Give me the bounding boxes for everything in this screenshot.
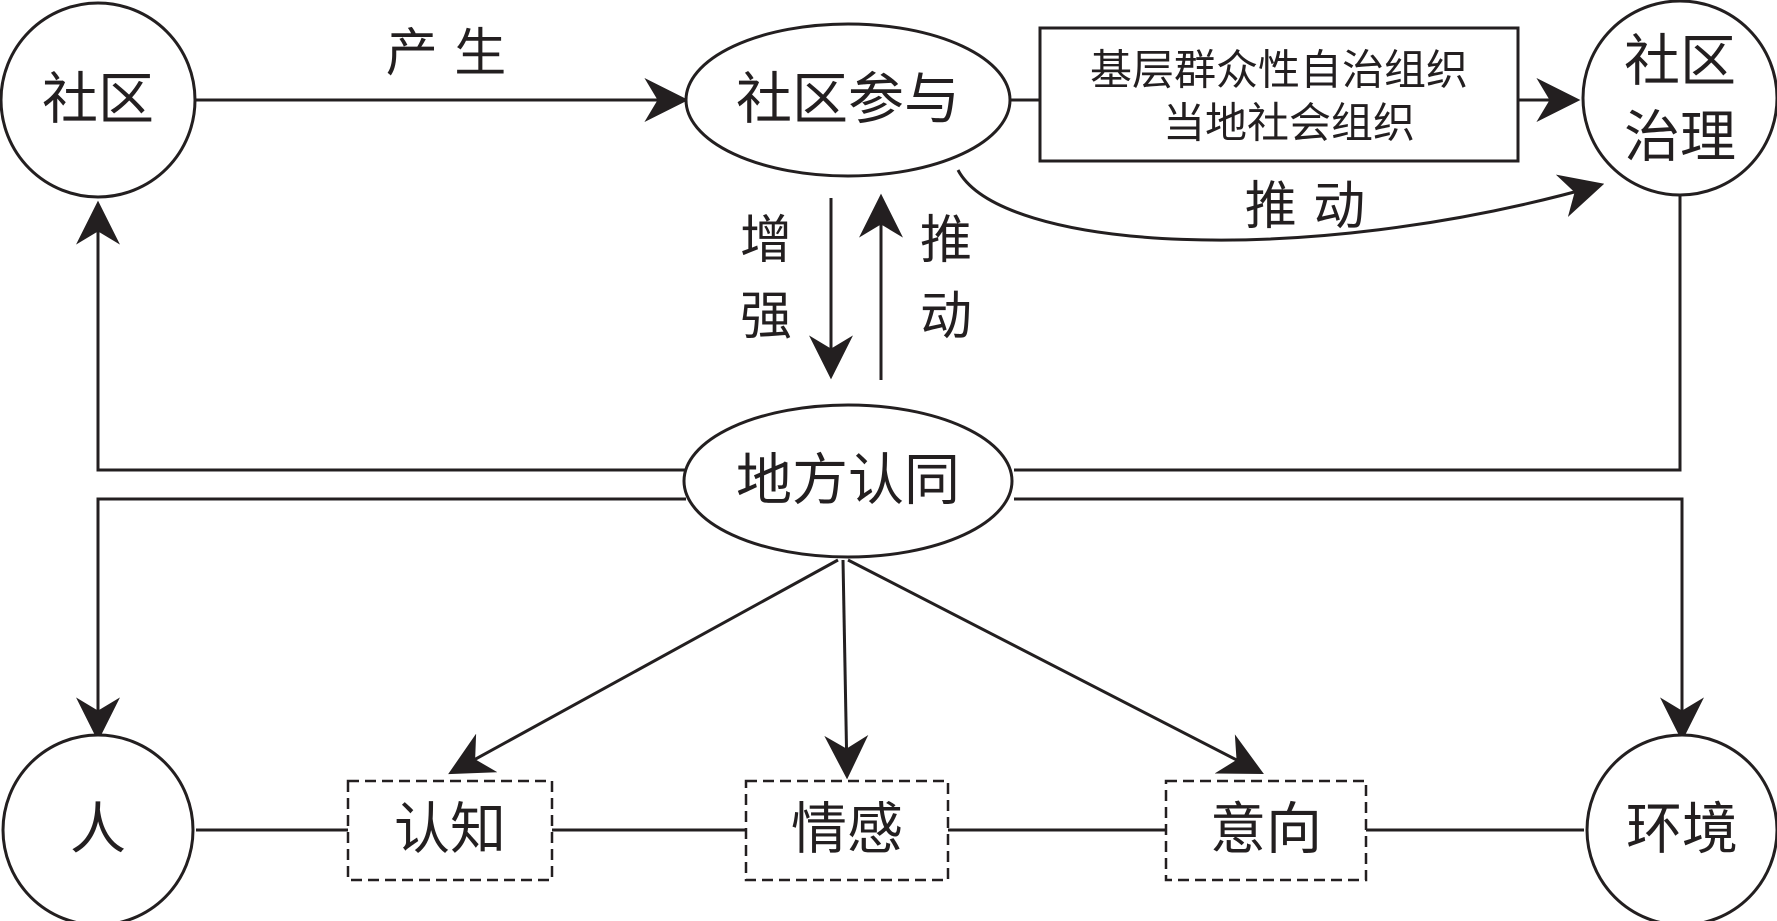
edge-identity-to-intention xyxy=(847,558,1264,775)
node-emotion-label: 情感 xyxy=(791,798,903,863)
node-governance-line2: 治理 xyxy=(1624,106,1736,171)
edge-label-enhance-2: 强 xyxy=(740,287,792,347)
node-governance-line1: 社区 xyxy=(1624,30,1736,95)
node-place-identity-label: 地方认同 xyxy=(736,449,960,514)
node-person: 人 xyxy=(1,733,195,921)
node-organizations: 基层群众性自治组织 当地社会组织 xyxy=(1038,26,1520,163)
edge-identity-to-environment xyxy=(1014,497,1704,742)
node-environment: 环境 xyxy=(1585,733,1777,921)
node-community: 社区 xyxy=(0,1,197,199)
node-participation: 社区参与 xyxy=(684,22,1012,178)
node-environment-label: 环境 xyxy=(1626,798,1738,863)
node-cognition: 认知 xyxy=(346,779,554,882)
edge-identity-to-community xyxy=(76,200,686,472)
node-governance: 社区 治理 xyxy=(1581,0,1777,197)
edge-label-enhance-1: 增 xyxy=(740,211,792,271)
edge-participation-to-governance-curve xyxy=(956,169,1605,242)
node-intention: 意向 xyxy=(1164,779,1368,882)
edge-identity-to-person xyxy=(76,497,686,742)
node-community-label: 社区 xyxy=(42,68,154,133)
node-intention-label: 意向 xyxy=(1210,798,1322,863)
edge-identity-to-cognition xyxy=(448,558,839,775)
edge-label-promote-top: 推 动 xyxy=(1245,177,1366,237)
node-place-identity: 地方认同 xyxy=(682,403,1014,559)
node-participation-label: 社区参与 xyxy=(736,68,960,133)
edge-label-promote-2: 动 xyxy=(920,287,972,347)
node-cognition-label: 认知 xyxy=(394,798,506,863)
edge-governance-to-identity xyxy=(1014,195,1682,472)
node-organizations-line1: 基层群众性自治组织 xyxy=(1090,46,1468,95)
edge-identity-to-emotion xyxy=(824,559,869,780)
edge-label-produce: 产 生 xyxy=(386,24,507,84)
node-person-label: 人 xyxy=(70,798,126,863)
node-organizations-line2: 当地社会组织 xyxy=(1163,99,1415,148)
node-emotion: 情感 xyxy=(744,779,950,882)
edge-label-promote-1: 推 xyxy=(920,211,972,271)
